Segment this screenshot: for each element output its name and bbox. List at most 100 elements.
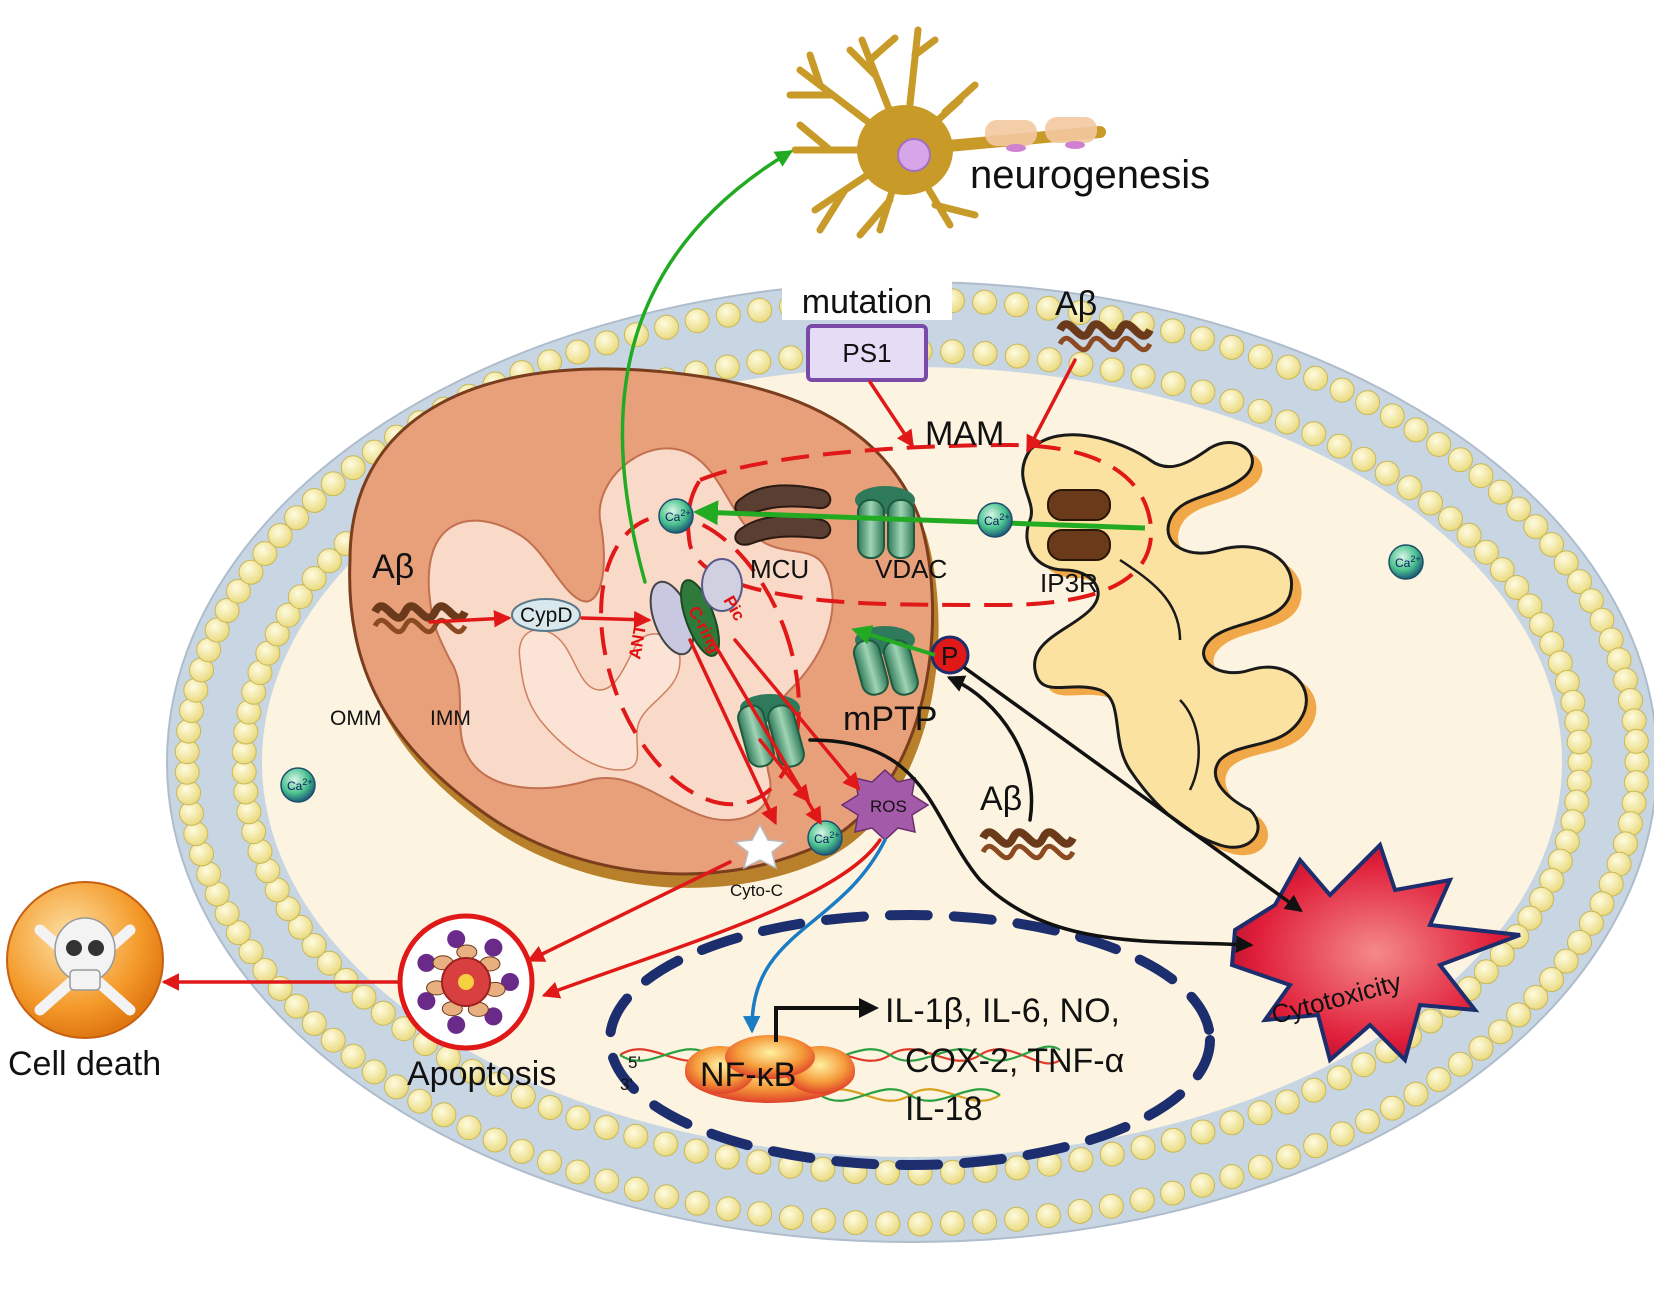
lipid-head <box>565 1105 591 1131</box>
lipid-head <box>1517 905 1543 931</box>
lipid-head <box>715 1196 741 1222</box>
abeta-label-left: Aβ <box>372 548 414 586</box>
lipid-head <box>1438 506 1463 532</box>
lipid-head <box>275 896 301 922</box>
lipid-head <box>1374 460 1400 486</box>
lipid-head <box>1129 1187 1155 1213</box>
lipid-head <box>1553 550 1579 576</box>
lipid-head <box>972 1209 998 1235</box>
apoptosis-label: Apoptosis <box>407 1055 556 1093</box>
lipid-head <box>1578 588 1604 614</box>
cytochrome-c-icon <box>733 823 787 870</box>
lipid-head <box>1275 354 1301 380</box>
lipid-head <box>1160 371 1186 397</box>
lipid-head <box>594 330 620 356</box>
lipid-head <box>482 1127 508 1153</box>
lipid-head <box>264 621 290 647</box>
lipid-head <box>565 1159 591 1185</box>
lipid-head <box>594 1115 620 1140</box>
lipid-head <box>565 339 591 365</box>
lipid-head <box>746 1149 772 1175</box>
lipid-head <box>1130 363 1156 389</box>
ps1-box <box>806 324 928 382</box>
lipid-head <box>875 1160 901 1186</box>
lipid-head <box>684 1190 710 1216</box>
lipid-head <box>907 1211 933 1237</box>
calcium-ion-label: Ca2+ <box>1395 554 1421 570</box>
lipid-head <box>1379 1095 1405 1121</box>
lipid-head <box>456 1115 482 1141</box>
lipid-head <box>1487 479 1513 505</box>
skull-crossbones-icon <box>6 881 164 1039</box>
mutation-label: mutation <box>802 283 932 321</box>
lipid-head <box>940 1159 966 1185</box>
lipid-head <box>284 505 310 531</box>
lipid-head <box>1274 409 1300 435</box>
lipid-head <box>1379 403 1405 429</box>
nfkb-label: NF-κB <box>700 1056 796 1094</box>
lipid-head <box>1351 446 1377 472</box>
lipid-head <box>1426 432 1452 457</box>
lipid-head <box>1098 305 1124 331</box>
lipid-head <box>810 1208 836 1233</box>
ant-pic-cring-complex <box>649 558 743 657</box>
lipid-head <box>340 455 366 481</box>
calcium-ion-label: Ca2+ <box>984 512 1010 528</box>
lipid-head <box>252 541 278 567</box>
lipid-head <box>778 345 804 371</box>
apoptosome-subunit <box>484 938 503 957</box>
lipid-head <box>1355 1108 1381 1134</box>
omm-label: OMM <box>330 707 381 730</box>
lipid-head <box>1329 377 1355 403</box>
cytokines-line-1: IL-1β, IL-6, NO, <box>885 992 1120 1030</box>
lipid-head <box>459 1058 485 1084</box>
lipid-head <box>1098 1193 1124 1219</box>
lipid-head <box>1506 496 1532 522</box>
lipid-head <box>275 602 301 628</box>
lipid-head <box>1468 1035 1494 1061</box>
lipid-head <box>1247 1154 1273 1180</box>
lipid-head <box>778 1205 804 1231</box>
lipid-head <box>1036 347 1062 373</box>
lipid-head <box>1247 1100 1273 1126</box>
lipid-head <box>1067 1198 1093 1224</box>
lipid-head <box>179 698 204 724</box>
lipid-head <box>875 1211 901 1237</box>
lipid-head <box>684 308 710 334</box>
pathway-arrows <box>161 150 1303 1034</box>
lipid-head <box>1190 1119 1216 1145</box>
lipid-head <box>1553 948 1579 974</box>
lipid-head <box>1418 490 1444 516</box>
lipid-head <box>1036 295 1061 321</box>
lipid-head <box>510 1083 536 1109</box>
lipid-head <box>1247 398 1273 424</box>
lipid-head <box>1067 300 1093 326</box>
lipid-head <box>1351 1052 1377 1078</box>
neurogenesis-label: neurogenesis <box>970 153 1210 197</box>
cytotoxicity-burst-icon <box>1229 841 1521 1064</box>
mam-label: MAM <box>925 415 1004 453</box>
mcu-channel-icon <box>734 484 832 546</box>
ps1-label: PS1 <box>842 338 891 368</box>
lipid-head <box>317 950 342 976</box>
lipid-head <box>284 993 310 1019</box>
abeta-aggregate-icon <box>1056 320 1154 353</box>
lipid-head <box>301 566 327 591</box>
lipid-head <box>1326 433 1352 459</box>
lipid-head <box>1160 1180 1186 1206</box>
lipid-head <box>1274 1089 1300 1115</box>
lipid-head <box>654 314 680 340</box>
lipid-head <box>301 488 327 513</box>
lipid-head <box>1506 1002 1532 1028</box>
lipid-head <box>1621 790 1647 816</box>
lipid-head <box>320 1027 346 1053</box>
lipid-head <box>1219 334 1245 360</box>
lipid-head <box>1004 1155 1030 1181</box>
lipid-head <box>1301 421 1327 447</box>
lipid-head <box>1303 1133 1329 1159</box>
lipid-head <box>1517 593 1543 619</box>
apoptosome-subunit <box>417 953 436 972</box>
apoptosome-subunit <box>484 1007 503 1026</box>
nfkb-complex <box>685 1035 855 1103</box>
lipid-head <box>747 297 773 323</box>
